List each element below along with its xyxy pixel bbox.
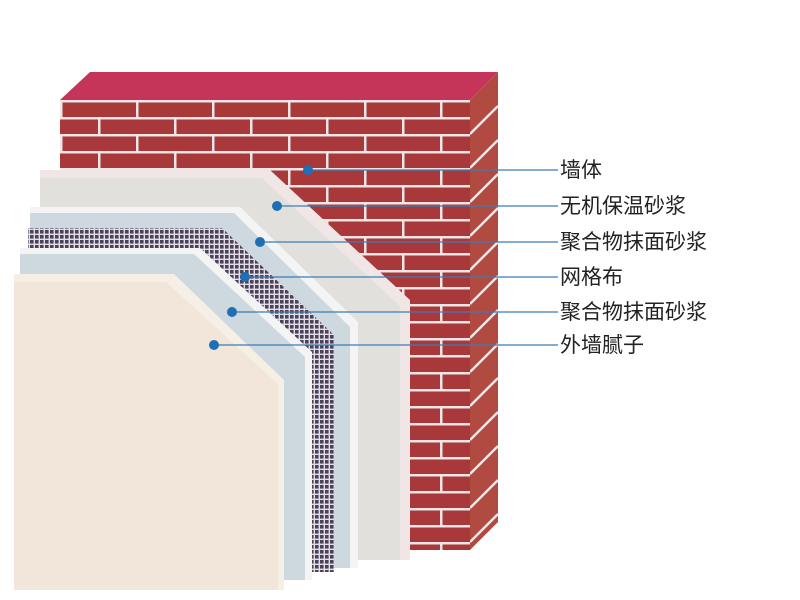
callout-dot-polymer-inner [227, 307, 237, 317]
label-mesh: 网格布 [560, 265, 623, 289]
callout-dot-putty [209, 340, 219, 350]
label-polymer-mortar-outer: 聚合物抹面砂浆 [560, 230, 707, 254]
callout-dot-insulation [272, 201, 282, 211]
callout-dot-mesh [240, 272, 250, 282]
label-wall: 墙体 [560, 158, 602, 182]
label-insulation-mortar: 无机保温砂浆 [560, 194, 686, 218]
brick-wall-top [60, 72, 498, 100]
brick-wall-side [469, 72, 499, 550]
label-polymer-mortar-inner: 聚合物抹面砂浆 [560, 300, 707, 324]
callout-dot-polymer-outer [255, 237, 265, 247]
callout-dot-wall [303, 165, 313, 175]
exterior-putty-layer [14, 274, 284, 590]
label-exterior-putty: 外墙腻子 [560, 333, 644, 357]
